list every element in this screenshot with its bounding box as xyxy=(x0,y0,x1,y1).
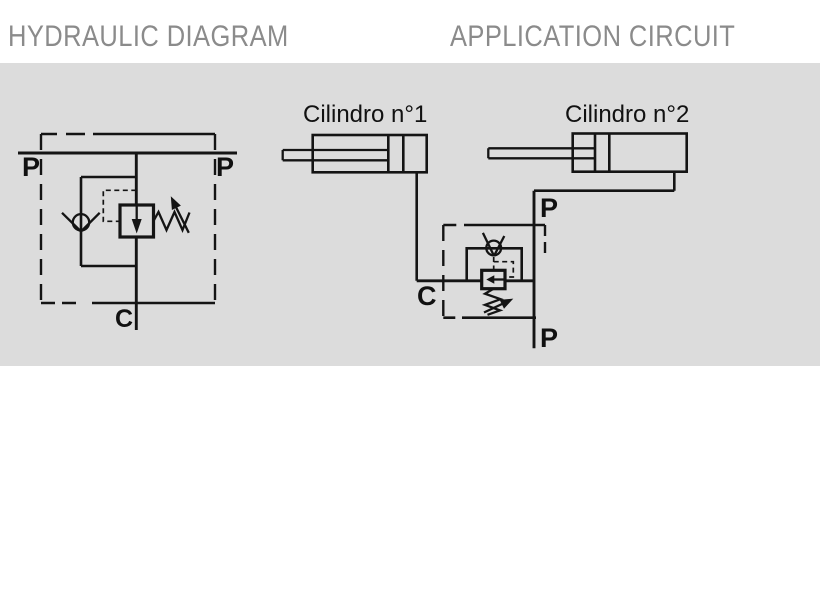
port-label-p-right: P xyxy=(216,152,235,182)
adjustment-arrow-head xyxy=(170,196,181,210)
port-label-p-left: P xyxy=(22,152,41,182)
cylinder-2-piston xyxy=(593,133,611,172)
relief-spring xyxy=(152,209,191,233)
cylinder-1-rod xyxy=(281,148,389,162)
port-label-c: C xyxy=(417,281,437,311)
relief-spring xyxy=(481,287,504,316)
cylinder-1-label: Cilindro n°1 xyxy=(303,101,428,128)
bypass-branch xyxy=(465,247,523,281)
cylinder-2-port-line xyxy=(534,171,676,192)
adjustment-arrow-shaft xyxy=(175,206,190,234)
hydraulic-diagram-symbol xyxy=(18,132,237,330)
cylinder-2-rod xyxy=(487,147,595,160)
hydraulic-diagram-title: HYDRAULIC DIAGRAM xyxy=(8,20,289,53)
check-valve-seat xyxy=(481,232,506,257)
cylinder-1-piston xyxy=(387,135,405,173)
pilot-line xyxy=(492,257,515,278)
port-label-p-top: P xyxy=(540,193,559,223)
relief-valve-arrow-head xyxy=(131,219,142,234)
cylinder-1 xyxy=(281,133,429,281)
adjustment-arrow-shaft xyxy=(483,302,503,314)
check-valve-seat xyxy=(61,211,101,233)
application-circuit-title: APPLICATION CIRCUIT xyxy=(450,20,736,53)
cylinder-2-barrel xyxy=(571,132,689,174)
cylinder-2 xyxy=(487,132,689,192)
cylinder-1-barrel xyxy=(311,133,429,174)
port-label-p-bottom: P xyxy=(540,323,559,353)
relief-valve-arrow-head xyxy=(486,275,495,284)
valve-enclosure xyxy=(442,223,547,319)
adjustment-arrow-head xyxy=(499,298,514,309)
cylinder-2-label: Cilindro n°2 xyxy=(565,101,690,128)
pilot-line xyxy=(102,189,137,223)
port-label-c: C xyxy=(115,305,134,333)
application-circuit xyxy=(281,132,689,349)
